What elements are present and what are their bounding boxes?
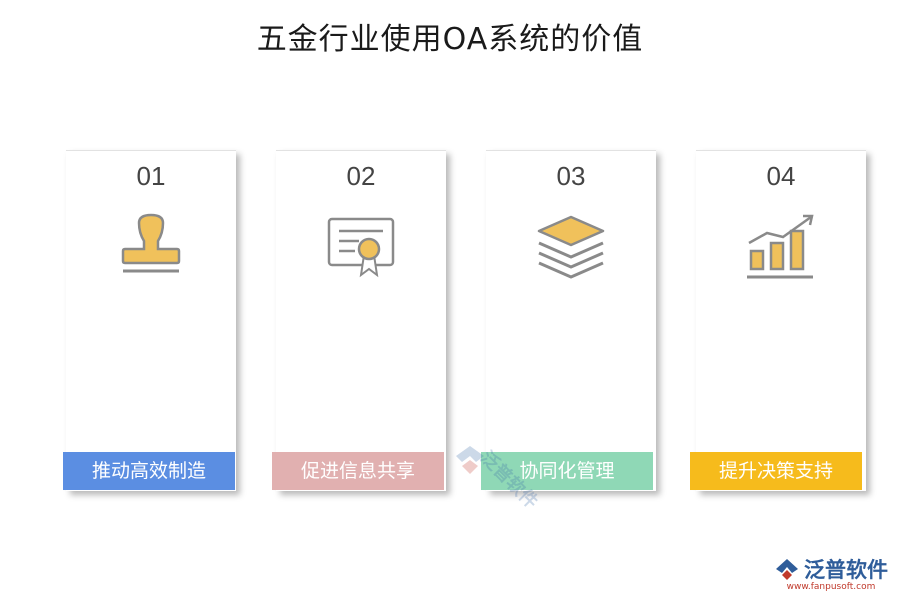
card-label-4: 提升决策支持 [690, 452, 862, 490]
value-card-4: 04 [696, 150, 866, 491]
value-card-2: 02 [276, 150, 446, 491]
watermark-logo-icon [456, 446, 484, 474]
card-number: 01 [136, 161, 166, 191]
card-label-3: 协同化管理 [481, 452, 653, 490]
brand-name: 泛普软件 [804, 558, 888, 582]
growth-chart-icon [747, 214, 814, 279]
card-label-2: 促进信息共享 [272, 452, 444, 490]
page-title: 五金行业使用OA系统的价值 [256, 22, 644, 57]
card-number: 04 [766, 161, 796, 191]
layers-icon [537, 215, 605, 279]
brand-logo: 泛普软件 www.fanpusoft.com [774, 554, 888, 592]
card-number: 02 [346, 161, 376, 191]
card-number: 03 [556, 161, 586, 191]
brand-logo-icon [776, 559, 798, 580]
card-label-1: 推动高效制造 [63, 452, 235, 490]
stamp-icon [121, 213, 181, 273]
value-card-3: 03 [486, 150, 656, 491]
watermark: 泛普软件 [450, 440, 560, 530]
brand-url: www.fanpusoft.com [786, 582, 876, 592]
certificate-icon [327, 217, 395, 278]
value-card-1: 01 [66, 150, 236, 491]
